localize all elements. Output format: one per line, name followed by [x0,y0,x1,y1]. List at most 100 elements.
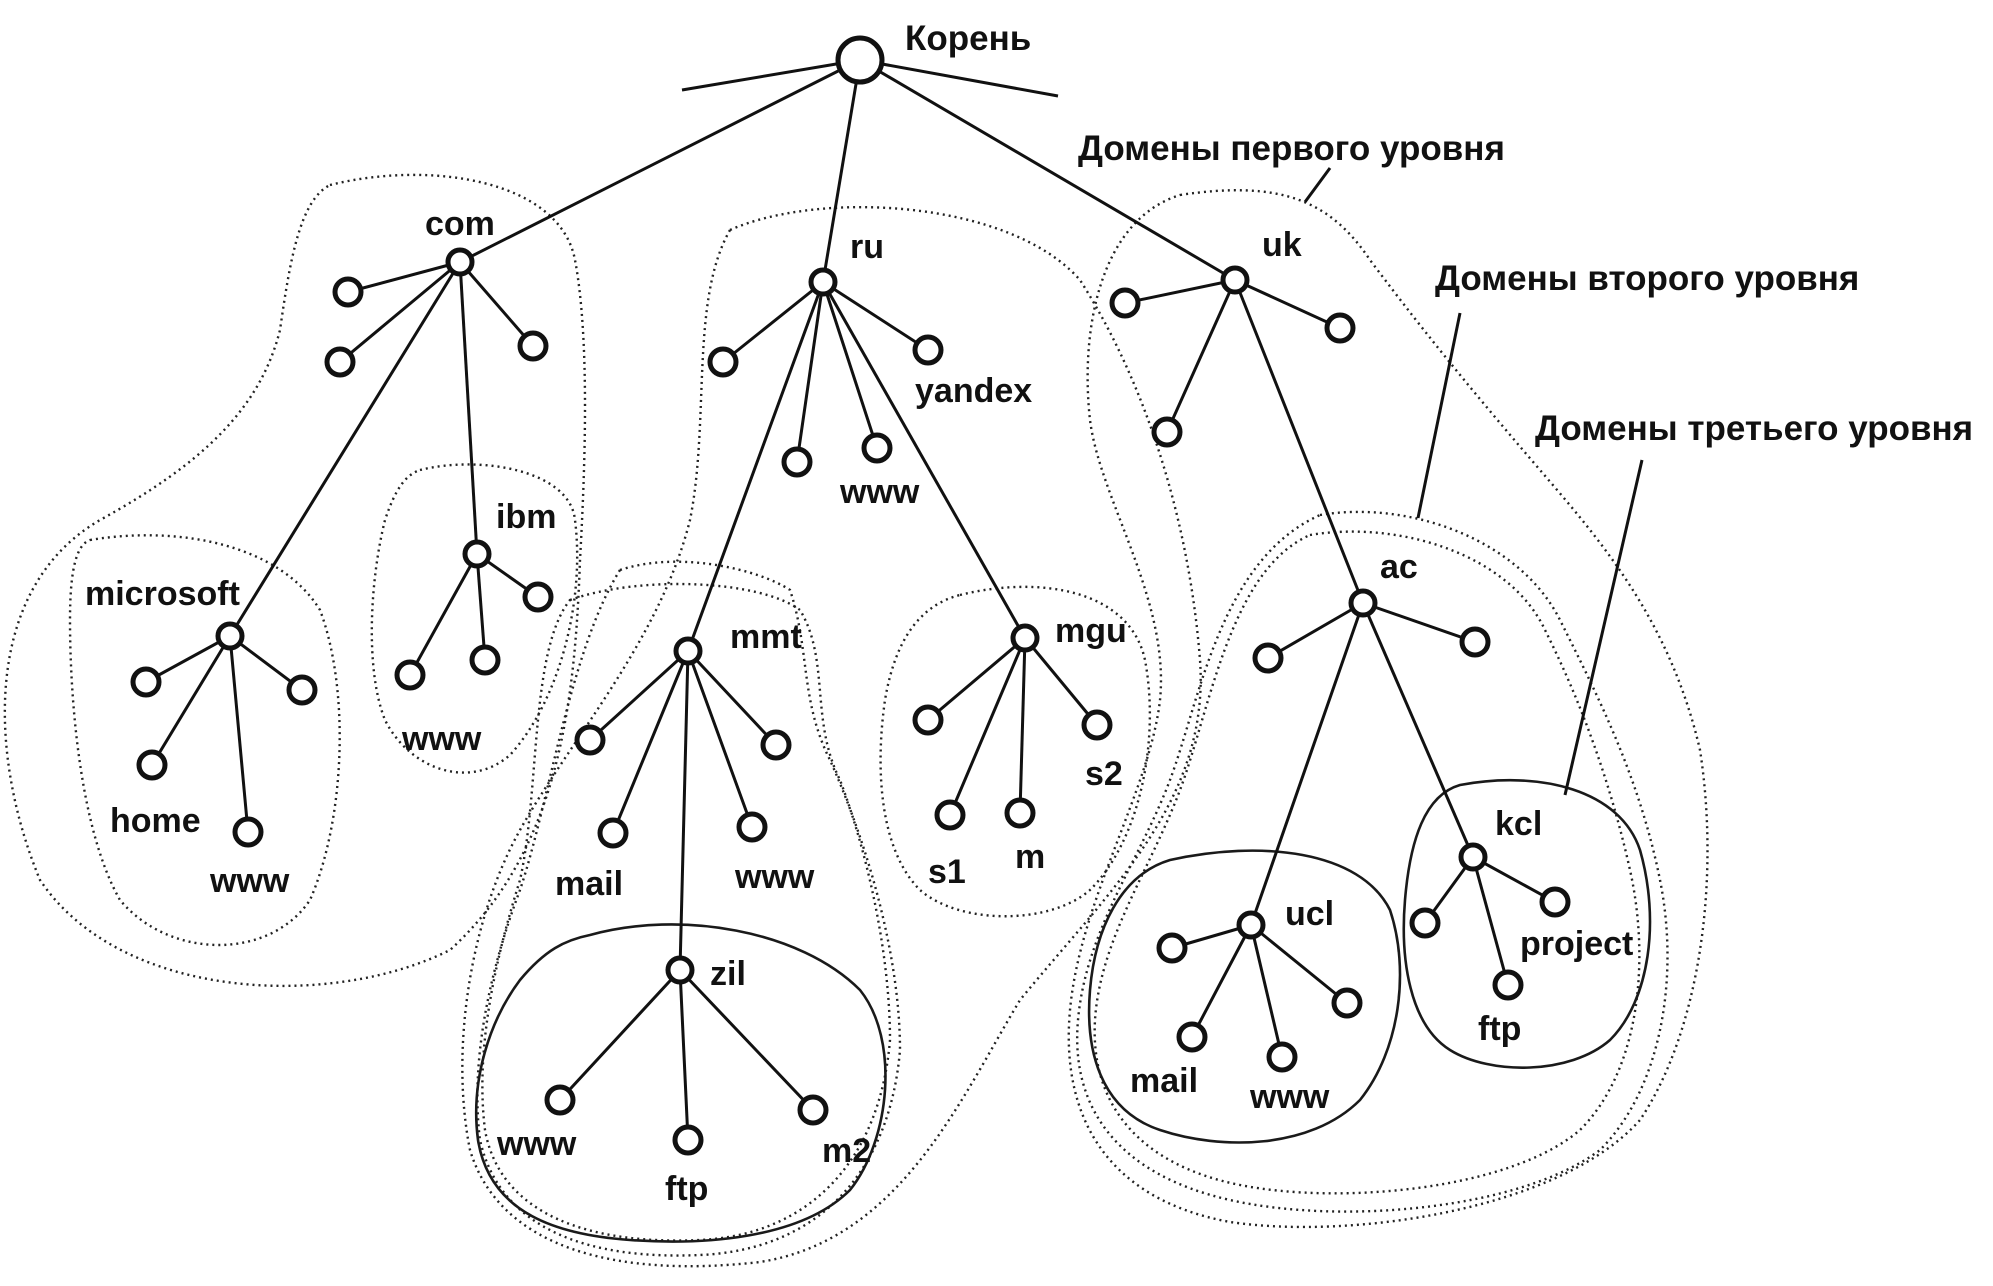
callout-level1 [1303,167,1332,203]
node-ms-c1 [130,666,162,698]
node-com-c3 [517,330,549,362]
edge-ru-c2 [795,281,825,463]
edge-kcl-ftp [1471,856,1510,986]
node-mmt-c1 [574,724,606,756]
edge-ru-c1 [722,280,824,364]
label-project: project [1520,925,1633,963]
node-mgu-m [1004,797,1036,829]
node-uk-c1 [1109,287,1141,319]
edge-mmt-zil [678,650,690,971]
node-kcl-ftp [1492,969,1524,1001]
domain-regions [3,173,1709,1268]
edge-root-ru [821,59,862,283]
label-m2: m2 [822,1132,871,1170]
node-mgu [1010,623,1040,653]
label-mgu: mgu [1055,612,1127,650]
labels: Корень Домены первого уровня Домены втор… [85,19,1973,1208]
edge-mgu-s2 [1023,637,1099,726]
region-microsoft [68,534,341,947]
node-microsoft [215,621,245,651]
edge-mgu-s1 [948,637,1027,816]
node-ibm-www [469,644,501,676]
label-microsoft: microsoft [85,575,240,613]
node-zil [665,955,695,985]
label-ucl-www: www [1249,1078,1330,1116]
label-ucl: ucl [1285,895,1334,933]
node-mgu-s2 [1081,709,1113,741]
edge-ibm-c1 [408,553,479,676]
node-ibm-c1 [394,659,426,691]
label-home: home [110,802,201,840]
edges [145,58,1644,1141]
region-ru-inner-2 [476,560,902,1257]
label-s1: s1 [928,853,966,891]
node-mmt-mail [597,817,629,849]
edge-zil-www [558,968,682,1102]
node-zil-www [544,1084,576,1116]
edge-root-stub-right [859,58,1059,98]
node-ac-c1 [1252,642,1284,674]
node-uk [1220,265,1250,295]
edge-ms-www [228,635,250,833]
node-mmt-c5 [760,729,792,761]
label-level3: Домены третьего уровня [1535,409,1973,448]
edge-com-c1 [347,260,461,294]
node-root [835,35,885,85]
edge-ucl-mail [1190,924,1253,1038]
edge-ru-www [821,281,879,449]
label-yandex: yandex [915,372,1032,410]
label-ac: ac [1380,548,1418,586]
node-uk-c2 [1151,416,1183,448]
region-ac-inner-2 [1093,530,1641,1195]
edge-ms-c1 [145,634,231,684]
node-ms-c4 [286,674,318,706]
edge-zil-ftp [678,969,690,1141]
label-mmt-www: www [734,858,815,896]
node-kcl [1458,842,1488,872]
edge-mgu-m [1018,637,1027,814]
node-ms-home [136,749,168,781]
label-m: m [1015,838,1045,876]
edge-com-c2 [339,260,461,364]
label-ftp: ftp [665,1170,708,1208]
edge-ucl-www [1249,924,1284,1058]
node-ru-c1 [707,346,739,378]
label-ucl-mail: mail [1130,1062,1198,1100]
node-ucl [1236,910,1266,940]
nodes [130,35,1571,1156]
node-ru [808,267,838,297]
node-mgu-c1 [912,704,944,736]
label-zil: zil [710,955,746,993]
edge-com-ibm [458,261,479,555]
node-ru-c2 [781,446,813,478]
label-kcl: kcl [1495,805,1542,843]
edge-mmt-c1 [588,649,690,742]
node-ru-yandex [912,334,944,366]
label-s2: s2 [1085,755,1123,793]
edge-kcl-project [1472,855,1556,904]
edge-root-stub-left [681,58,861,92]
label-root: Корень [905,19,1031,58]
node-ucl-mail [1176,1021,1208,1053]
node-ms-www [232,816,264,848]
edge-uk-c3 [1234,278,1341,330]
node-mgu-s1 [934,799,966,831]
edge-ru-mmt [686,281,825,652]
edge-mmt-mail [611,650,690,834]
node-zil-m2 [797,1094,829,1126]
node-ucl-c1 [1156,932,1188,964]
label-kcl-ftp: ftp [1478,1010,1521,1048]
label-com: com [425,205,495,243]
node-ru-www [861,432,893,464]
edge-com-microsoft [228,261,462,637]
node-kcl-project [1539,886,1571,918]
region-ucl [1087,849,1402,1144]
edge-com-c3 [458,261,535,347]
label-ru: ru [850,228,884,266]
node-ac [1348,588,1378,618]
callout-level3 [1563,459,1644,796]
edge-ac-kcl [1361,602,1475,858]
label-ms-www: www [209,862,290,900]
region-ru [461,206,1202,1268]
node-ibm [462,539,492,569]
